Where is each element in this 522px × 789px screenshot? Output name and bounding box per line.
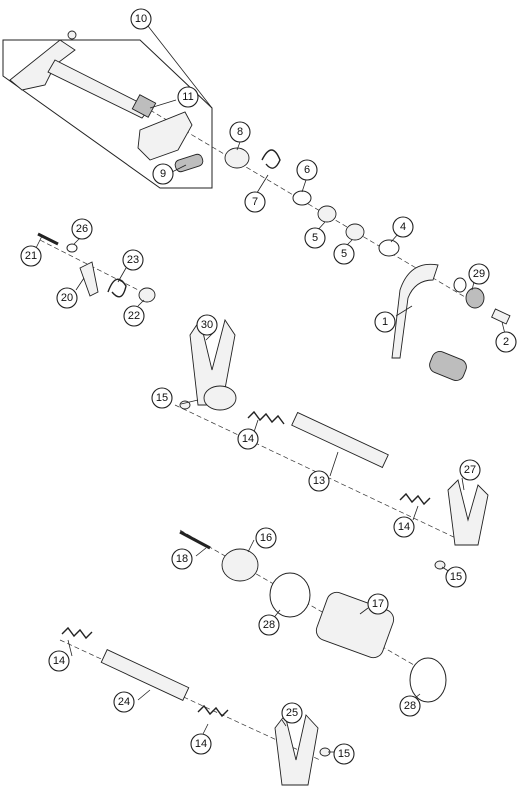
svg-text:14: 14 [53,655,65,667]
shift-drum-group [179,530,447,703]
callout-5b: 5 [333,243,355,265]
callout-14b: 14 [393,516,415,538]
shift-fork-upper [179,318,489,570]
svg-text:6: 6 [304,164,310,176]
callout-23: 23 [122,249,144,271]
svg-text:2: 2 [503,336,509,348]
callout-9: 9 [152,163,174,185]
svg-text:9: 9 [160,168,166,180]
svg-text:14: 14 [398,521,410,533]
callout-24: 24 [113,691,135,713]
callout-7: 7 [244,191,266,213]
svg-text:25: 25 [286,707,298,719]
svg-text:8: 8 [237,126,243,138]
svg-text:22: 22 [128,310,140,322]
shift-shaft-group-box [2,39,213,189]
callout-27: 27 [459,459,481,481]
callout-16: 16 [255,527,277,549]
callout-22: 22 [123,305,145,327]
svg-text:15: 15 [338,748,350,760]
callout-8: 8 [229,121,251,143]
svg-text:13: 13 [313,475,325,487]
callout-6: 6 [296,159,318,181]
svg-text:18: 18 [176,553,188,565]
callout-28b: 28 [399,695,421,717]
callout-30: 30 [196,314,218,336]
callout-15c: 15 [333,743,355,765]
svg-text:1: 1 [382,316,388,328]
leader-lines [35,25,506,753]
callout-18: 18 [171,548,193,570]
svg-text:24: 24 [118,696,130,708]
svg-text:10: 10 [135,13,147,25]
svg-text:26: 26 [76,223,88,235]
svg-text:11: 11 [182,91,193,103]
callout-13: 13 [308,470,330,492]
detent-lever-group [37,232,156,303]
callout-15b: 15 [445,566,467,588]
svg-text:4: 4 [400,221,406,233]
svg-text:23: 23 [127,254,139,266]
svg-text:20: 20 [61,292,73,304]
callout-4: 4 [392,216,414,238]
svg-text:5: 5 [312,232,318,244]
callout-10: 10 [130,8,152,30]
svg-text:29: 29 [473,268,485,280]
svg-text:28: 28 [263,619,275,631]
callout-14c: 14 [48,650,70,672]
callout-5a: 5 [304,227,326,249]
shift-fork-lower [61,626,331,786]
svg-text:30: 30 [201,319,213,331]
callout-1: 1 [374,311,396,333]
callout-2: 2 [495,331,517,353]
callout-29: 29 [468,263,490,285]
svg-text:5: 5 [341,248,347,260]
callout-11: 11 [177,86,199,108]
svg-text:21: 21 [25,250,37,262]
shift-lever-stack [224,147,511,381]
svg-text:15: 15 [156,392,168,404]
callout-25: 25 [281,702,303,724]
assembly-axes [39,109,471,761]
svg-text:17: 17 [372,598,384,610]
callout-20: 20 [56,287,78,309]
svg-text:27: 27 [464,464,476,476]
svg-text:15: 15 [450,571,462,583]
svg-text:16: 16 [260,532,272,544]
callout-14a: 14 [237,428,259,450]
callout-21: 21 [20,245,42,267]
svg-text:14: 14 [195,738,207,750]
callout-14d: 14 [190,733,212,755]
callout-26: 26 [71,218,93,240]
callout-17: 17 [367,593,389,615]
callout-28a: 28 [258,614,280,636]
svg-text:7: 7 [252,196,258,208]
svg-text:28: 28 [404,700,416,712]
svg-text:14: 14 [242,433,254,445]
callout-15a: 15 [151,387,173,409]
